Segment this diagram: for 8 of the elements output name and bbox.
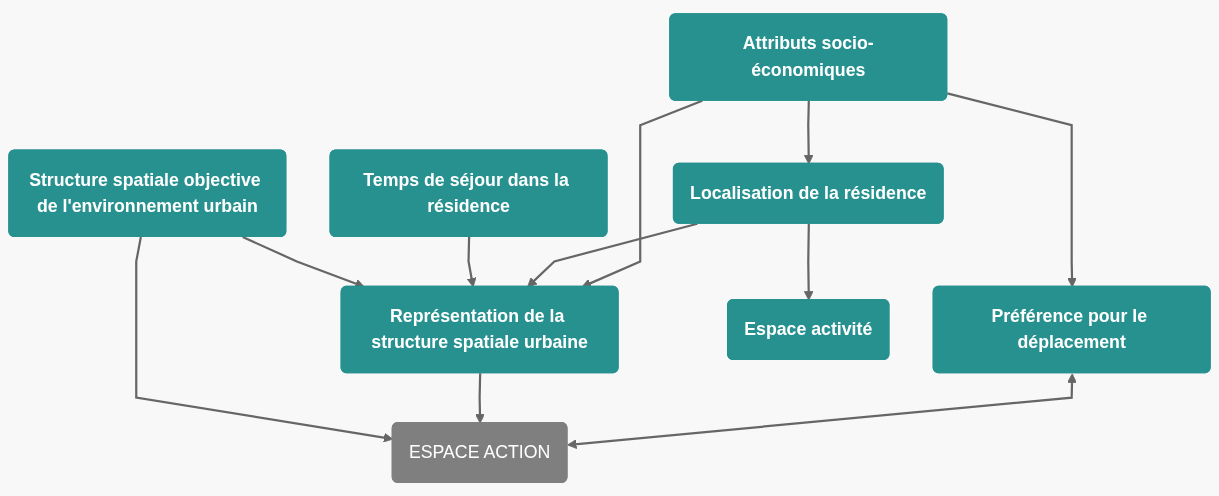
arrow xyxy=(475,373,485,424)
arrow xyxy=(803,223,814,301)
arrow xyxy=(581,99,703,288)
arrow xyxy=(527,222,698,288)
arrow xyxy=(567,373,1077,449)
arrow xyxy=(803,100,814,165)
arrow xyxy=(947,92,1077,288)
arrow xyxy=(466,236,477,288)
